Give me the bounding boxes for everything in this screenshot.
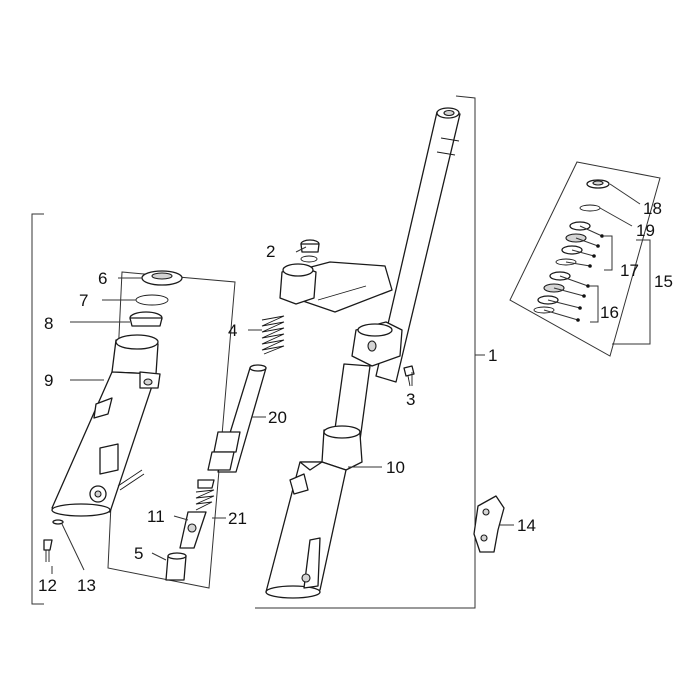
callout-11: 11 [147, 507, 165, 526]
spring [261, 315, 285, 355]
leader-lines [51, 183, 641, 574]
frame-steering-bearing-set [509, 161, 661, 357]
callout-8: 8 [44, 314, 53, 333]
callout-21: 21 [228, 509, 247, 528]
callout-5: 5 [134, 544, 143, 563]
frame-fork-leg-left [31, 213, 44, 605]
plate [473, 495, 505, 553]
seal-kit [129, 270, 183, 327]
callout-7: 7 [79, 291, 88, 310]
callout-15: 15 [654, 272, 673, 291]
top-bushing [300, 239, 320, 263]
callout-4: 4 [228, 321, 237, 340]
bottom-bolt [43, 519, 64, 562]
damper-rod [179, 479, 215, 549]
callout-6: 6 [98, 269, 107, 288]
callout-12: 12 [38, 576, 57, 595]
callout-17: 17 [620, 261, 639, 280]
callout-1: 1 [488, 346, 497, 365]
callout-20: 20 [268, 408, 287, 427]
callout-18: 18 [643, 199, 662, 218]
callout-3: 3 [406, 390, 415, 409]
steering-stem [265, 107, 461, 599]
lower-cap [165, 552, 187, 581]
callout-2: 2 [266, 242, 275, 261]
damper-tube [207, 364, 267, 473]
callout-14: 14 [517, 516, 536, 535]
left-slider [51, 334, 161, 517]
callout-16: 16 [600, 303, 619, 322]
callout-labels: 1 2 3 4 5 6 7 8 9 10 11 12 13 14 15 16 1… [38, 199, 673, 595]
callout-13: 13 [77, 576, 96, 595]
bearing-set [533, 179, 651, 345]
callout-9: 9 [44, 371, 53, 390]
callout-19: 19 [636, 221, 655, 240]
callout-10: 10 [386, 458, 405, 477]
frame-fork-assembly [255, 95, 476, 609]
